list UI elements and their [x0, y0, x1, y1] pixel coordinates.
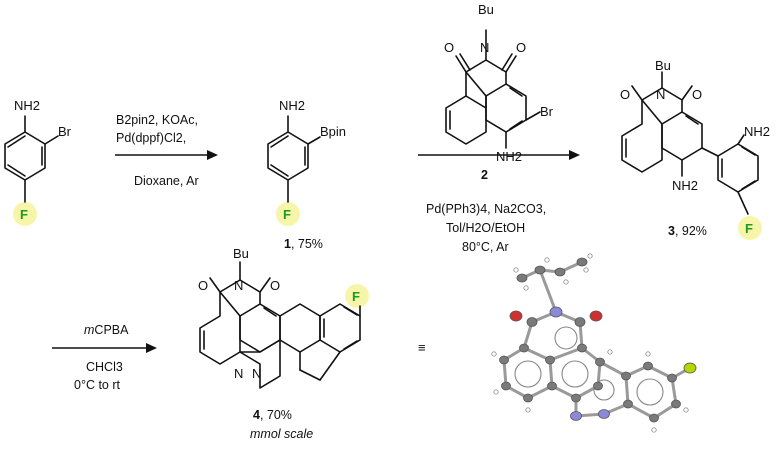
amine-label: NH2 [14, 98, 40, 113]
compound-1: NH2 Bpin F 1, 75% [267, 98, 346, 251]
svg-text:O: O [692, 87, 702, 102]
step2-line1: Pd(PPh3)4, Na2CO3, [426, 202, 546, 216]
compound-3-label: 3, 92% [668, 224, 707, 238]
compound-4-label: 4, 70% [253, 408, 292, 422]
c2-bromine-label: Br [540, 104, 554, 119]
c3-imide-nitrogen: N [656, 87, 665, 102]
c4-fluorine-label: F [352, 289, 360, 304]
step1-line2: Pd(dppf)Cl2, [116, 131, 186, 145]
step3-line1: mCPBA [84, 323, 129, 337]
fluorine-highlight [13, 202, 37, 226]
reaction-arrow-2: Pd(PPh3)4, Na2CO3, Tol/H2O/EtOH 80°C, Ar [418, 150, 580, 254]
step2-line3: 80°C, Ar [462, 240, 509, 254]
bromine-label: Br [58, 124, 72, 139]
compound-2: Bu N O O NH2 Br 2 [444, 2, 554, 182]
c2-amine-label: NH2 [496, 149, 522, 164]
c4-azo-nitrogen-1: N [234, 366, 243, 381]
c2-imide-nitrogen: N [480, 40, 489, 55]
fluorine-label: F [20, 207, 28, 222]
c1-fluorine-label: F [283, 207, 291, 222]
c4-azo-nitrogen-2: N [252, 366, 261, 381]
step2-line2: Tol/H2O/EtOH [446, 221, 525, 235]
svg-text:O: O [270, 278, 280, 293]
c3-fluorine-label: F [745, 221, 753, 236]
step1-line3: Dioxane, Ar [134, 174, 199, 188]
equivalence-sign: ≡ [418, 340, 426, 355]
step1-line1: B2pin2, KOAc, [116, 113, 198, 127]
c3-amine-label-2: NH2 [744, 124, 770, 139]
starting-material: NH2 Br F [4, 98, 72, 226]
svg-text:O: O [444, 40, 454, 55]
svg-text:O: O [198, 278, 208, 293]
c2-butyl-label: Bu [478, 2, 494, 17]
reaction-arrow-1: B2pin2, KOAc, Pd(dppf)Cl2, Dioxane, Ar [115, 113, 218, 188]
step3-line2: CHCl3 [86, 360, 123, 374]
reaction-arrow-3: mCPBA CHCl3 0°C to rt [52, 323, 157, 392]
svg-text:O: O [516, 40, 526, 55]
c1-boronate-label: Bpin [320, 124, 346, 139]
c4-imide-nitrogen: N [234, 278, 243, 293]
compound-3: Bu N O O NH2 NH2 F 3, 92% [620, 58, 770, 240]
c1-amine-label: NH2 [279, 98, 305, 113]
step3-line3: 0°C to rt [74, 378, 121, 392]
compound-1-label: 1, 75% [284, 237, 323, 251]
c3-butyl-label: Bu [655, 58, 671, 73]
c4-butyl-label: Bu [233, 246, 249, 261]
svg-text:O: O [620, 87, 630, 102]
compound-4: Bu N O O N N F 4, 70% mmol scale [198, 246, 369, 441]
compound-2-label: 2 [481, 168, 488, 182]
compound-4-scale-note: mmol scale [250, 427, 313, 441]
c3-amine-label-1: NH2 [672, 178, 698, 193]
crystal-structure [491, 253, 697, 433]
